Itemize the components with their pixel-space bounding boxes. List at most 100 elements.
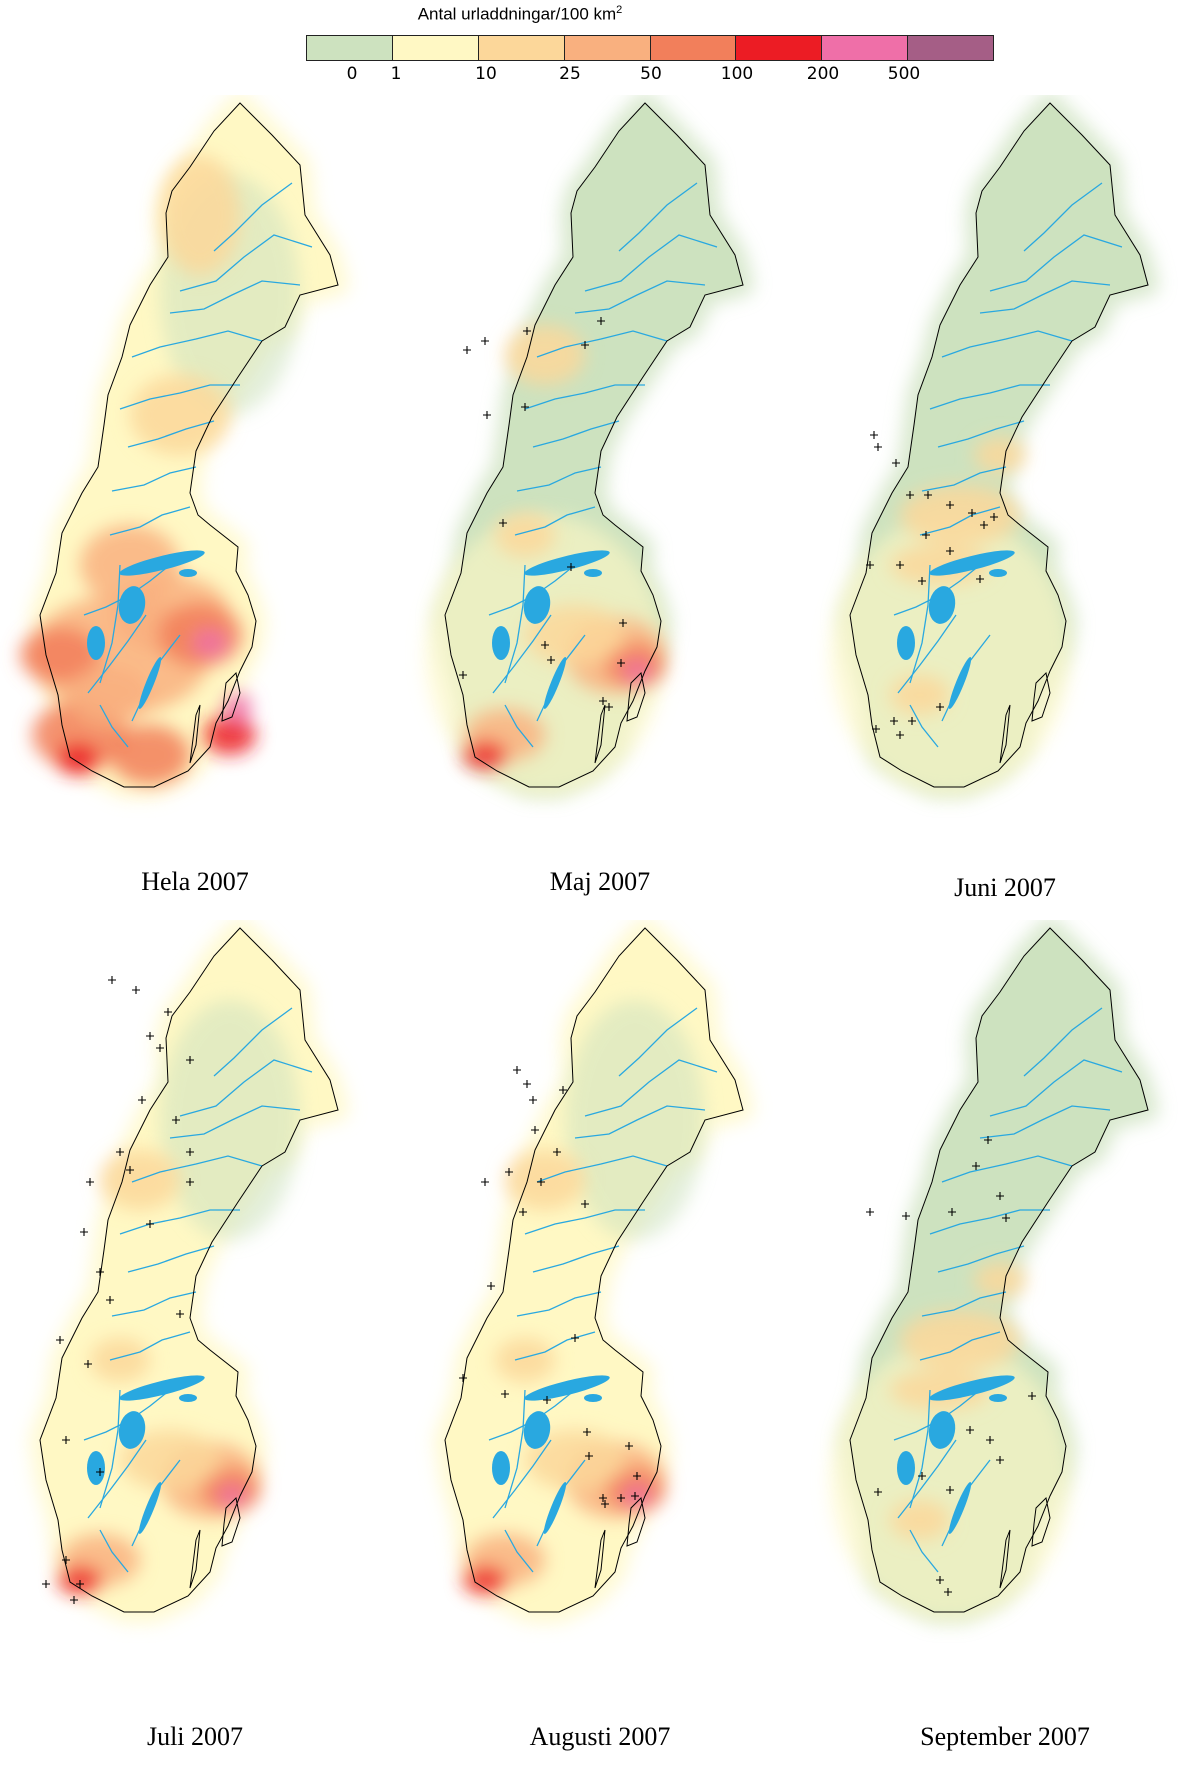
lightning-density-map: September 2007 [810, 920, 1200, 1751]
density-hotspot [495, 513, 555, 557]
density-hotspot [505, 1150, 585, 1210]
lightning-strike-marker [619, 619, 627, 627]
lightning-strike-marker [138, 1096, 146, 1104]
river [574, 1105, 706, 1139]
island-outline [221, 1496, 241, 1547]
island-outline [999, 704, 1011, 764]
density-hotspot [890, 675, 950, 715]
density-patch [830, 1340, 1070, 1620]
lightning-strike-marker [186, 1148, 194, 1156]
lightning-strike-marker [936, 703, 944, 711]
density-hotspot [56, 743, 100, 775]
river [119, 1209, 240, 1235]
river [929, 1209, 1050, 1235]
lake [179, 569, 197, 577]
lightning-strike-marker [896, 561, 904, 569]
lightning-strike-marker [599, 1494, 607, 1502]
lightning-strike-marker [42, 1580, 50, 1588]
lake [119, 550, 205, 576]
lightning-strike-marker [62, 1556, 70, 1564]
lightning-strike-marker [146, 1032, 154, 1040]
lightning-strike-marker [172, 1116, 180, 1124]
lake [118, 1411, 146, 1449]
lightning-strike-marker [84, 1360, 92, 1368]
map-caption: Hela 2007 [141, 867, 249, 896]
lightning-strike-marker [968, 509, 976, 517]
lightning-strike-marker [116, 1148, 124, 1156]
river [532, 420, 620, 448]
lightning-strike-marker [605, 703, 613, 711]
country-outline [444, 102, 744, 788]
lightning-strike-marker [617, 659, 625, 667]
lightning-strike-marker [459, 671, 467, 679]
lightning-strike-marker [481, 1178, 489, 1186]
lightning-strike-marker [505, 1168, 513, 1176]
lake [492, 626, 510, 660]
lake [118, 586, 146, 624]
river [179, 234, 313, 292]
river [909, 1529, 939, 1573]
river [492, 614, 552, 694]
density-hotspot [890, 545, 990, 585]
lightning-strike-marker [890, 717, 898, 725]
density-hotspot [70, 665, 150, 725]
density-hotspot [974, 437, 1026, 473]
river [514, 506, 596, 536]
river [941, 1155, 1073, 1183]
lightning-strike-marker [519, 1208, 527, 1216]
country-outline [849, 927, 1149, 1613]
legend-tick-label: 100 [720, 64, 754, 84]
lightning-strike-marker [571, 1334, 579, 1342]
legend-tick-label: 200 [806, 64, 840, 84]
lightning-density-map: Juni 2007 [810, 95, 1200, 902]
river [504, 564, 526, 684]
lightning-strike-marker [126, 1166, 134, 1174]
lightning-strike-marker [521, 403, 529, 411]
lightning-strike-marker [583, 1428, 591, 1436]
river [618, 1007, 698, 1077]
lake [138, 656, 162, 710]
river [909, 564, 931, 684]
lightning-strike-marker [924, 491, 932, 499]
lightning-strike-marker [459, 1374, 467, 1382]
island-outline [626, 1496, 646, 1547]
river [937, 1245, 1025, 1273]
lightning-strike-marker [996, 1192, 1004, 1200]
density-hotspot [218, 1485, 246, 1507]
lightning-strike-marker [559, 1086, 567, 1094]
density-hotspot [90, 1338, 150, 1382]
river [919, 1331, 1001, 1361]
density-patch [160, 1000, 300, 1240]
lightning-strike-marker [581, 1200, 589, 1208]
island-outline [221, 671, 241, 722]
river [119, 384, 240, 410]
lightning-strike-marker [529, 1096, 537, 1104]
density-hotspot [890, 1500, 950, 1540]
river [532, 1245, 620, 1273]
lightning-strike-marker [896, 731, 904, 739]
island-outline [1031, 671, 1051, 722]
density-hotspot [192, 629, 228, 657]
legend-swatch [736, 36, 823, 60]
lightning-strike-marker [186, 1178, 194, 1186]
river [516, 466, 602, 492]
legend-tick-label: 10 [475, 64, 497, 84]
river [514, 1331, 596, 1361]
lightning-strike-marker [541, 641, 549, 649]
lightning-strike-marker [106, 1296, 114, 1304]
lightning-strike-marker [599, 697, 607, 705]
river [536, 1155, 668, 1183]
river [111, 466, 197, 492]
lake [989, 569, 1007, 577]
density-hotspot [224, 693, 252, 721]
lightning-density-map: Hela 2007 [0, 95, 390, 896]
lightning-strike-marker [980, 521, 988, 529]
lake [929, 1375, 1015, 1401]
density-hotspot [463, 1566, 507, 1594]
lightning-strike-marker [872, 725, 880, 733]
river [1023, 1007, 1103, 1077]
lake [179, 1394, 197, 1402]
lake [543, 1481, 567, 1535]
lightning-strike-marker [108, 976, 116, 984]
